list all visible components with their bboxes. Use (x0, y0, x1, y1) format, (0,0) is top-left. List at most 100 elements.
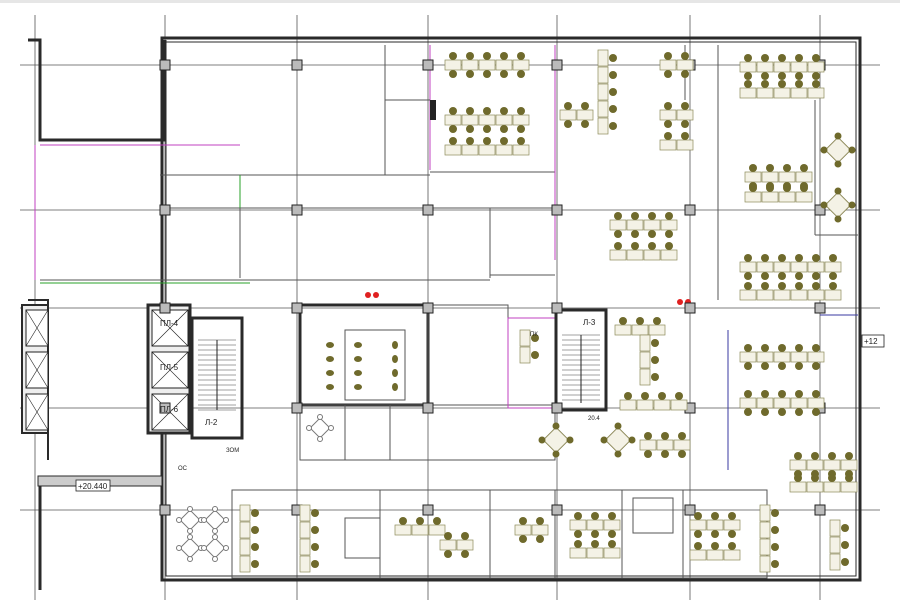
desk (653, 399, 671, 411)
chair (744, 254, 752, 262)
desk (444, 144, 462, 156)
chair (678, 450, 686, 458)
chair (771, 543, 779, 551)
chair (795, 344, 803, 352)
chair (574, 530, 582, 538)
desk (239, 538, 251, 556)
desk (807, 61, 825, 73)
desk (795, 171, 813, 183)
chair (651, 339, 659, 347)
chair (711, 542, 719, 550)
desk (299, 504, 311, 522)
round-table (824, 191, 852, 219)
chair (761, 80, 769, 88)
chair (829, 254, 837, 262)
chair (251, 526, 259, 534)
chair (461, 532, 469, 540)
column (551, 504, 563, 516)
column (551, 59, 563, 71)
desk (806, 481, 824, 493)
chair (834, 187, 842, 195)
chair (466, 125, 474, 133)
chair (564, 120, 572, 128)
chair (795, 272, 803, 280)
desk (643, 249, 661, 261)
wc-fixture (392, 369, 398, 377)
desk (761, 191, 779, 203)
desk (626, 219, 644, 231)
chair (591, 540, 599, 548)
desk (840, 459, 858, 471)
desk (670, 399, 688, 411)
chair (536, 535, 544, 543)
desk (495, 114, 513, 126)
chair (795, 408, 803, 416)
cafe-chair (317, 414, 323, 420)
desk (840, 481, 858, 493)
chair (812, 390, 820, 398)
desk (756, 351, 774, 363)
chair (449, 52, 457, 60)
desk (597, 100, 609, 118)
desk (756, 397, 774, 409)
desk (495, 144, 513, 156)
chair (444, 532, 452, 540)
desk (759, 555, 771, 573)
chair (519, 535, 527, 543)
room-label-pk: ПК (530, 332, 538, 338)
cafe-chair (201, 545, 207, 551)
desk (660, 249, 678, 261)
cafe-chair (187, 506, 193, 512)
cafe-table (204, 509, 226, 531)
desk (795, 191, 813, 203)
chair (678, 432, 686, 440)
desk (790, 61, 808, 73)
chair (848, 146, 856, 154)
desk (639, 351, 651, 369)
desk (639, 439, 657, 451)
chair (812, 54, 820, 62)
chair (664, 70, 672, 78)
desk (706, 519, 724, 531)
desk (444, 59, 462, 71)
chair (536, 517, 544, 525)
chair (651, 373, 659, 381)
furniture-layout (176, 49, 858, 573)
chair (608, 530, 616, 538)
desk (689, 549, 707, 561)
chair (681, 102, 689, 110)
desk (636, 399, 654, 411)
chair (812, 344, 820, 352)
desk (512, 59, 530, 71)
chair (614, 212, 622, 220)
chair (449, 125, 457, 133)
chair (500, 137, 508, 145)
chair (778, 254, 786, 262)
desk (676, 109, 694, 121)
column (291, 402, 303, 414)
cafe-chair (212, 534, 218, 540)
desk (659, 139, 677, 151)
desk (789, 459, 807, 471)
lift-cross (25, 309, 49, 347)
chair (795, 54, 803, 62)
desk (239, 555, 251, 573)
lift-shafts (25, 309, 189, 431)
column (291, 302, 303, 314)
chair (251, 560, 259, 568)
chair (744, 408, 752, 416)
chair (648, 230, 656, 238)
desk (739, 289, 757, 301)
desk (823, 481, 841, 493)
chair (783, 184, 791, 192)
chair (749, 184, 757, 192)
desk (829, 536, 841, 554)
chair (644, 432, 652, 440)
chair (311, 543, 319, 551)
chair (675, 392, 683, 400)
desk (619, 399, 637, 411)
lift-label-4: ПЛ-4 (160, 319, 179, 328)
desk (299, 555, 311, 573)
desk (759, 538, 771, 556)
